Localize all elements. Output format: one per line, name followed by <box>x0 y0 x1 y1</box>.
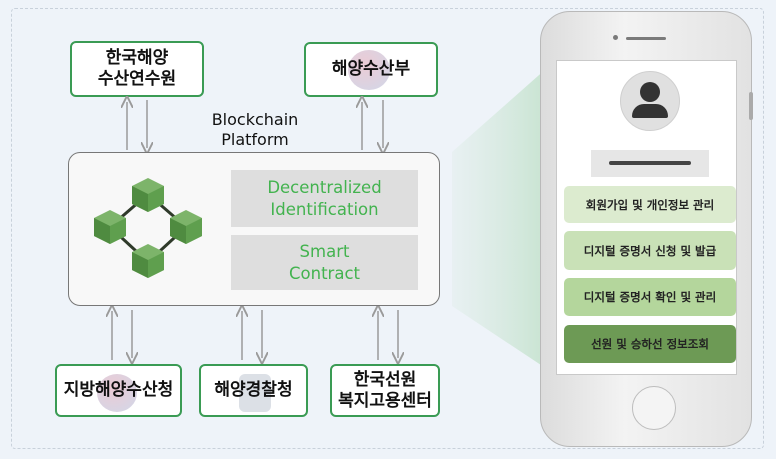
seafarer-box: 한국선원 복지고용센터 <box>330 364 440 417</box>
smart-contract-label: Smart Contract <box>289 241 360 283</box>
did-label: Decentralized Identification <box>267 177 382 219</box>
home-button[interactable] <box>632 386 676 430</box>
badge-watermark <box>239 374 271 412</box>
cube-icon <box>132 178 164 212</box>
menu-label: 디지털 증명서 확인 및 관리 <box>583 290 717 304</box>
avatar-icon <box>620 71 680 131</box>
phone-speaker <box>626 37 666 40</box>
menu-member-info[interactable]: 회원가입 및 개인정보 관리 <box>564 186 736 223</box>
regional-label: 지방해양수산청 <box>63 380 174 400</box>
cube-icon <box>132 244 164 278</box>
seafarer-label: 한국선원 복지고용센터 <box>338 369 432 411</box>
menu-label: 선원 및 승하선 정보조회 <box>591 337 709 351</box>
mof-box: 해양수산부 <box>304 42 438 97</box>
regional-box: 지방해양수산청 <box>55 364 182 417</box>
menu-certificate-issue[interactable]: 디지털 증명서 신청 및 발급 <box>564 231 736 270</box>
emblem-watermark <box>348 50 390 90</box>
coastguard-label: 해양경찰청 <box>214 380 293 400</box>
kimst-label: 한국해양 수산연수원 <box>97 48 177 89</box>
coastguard-box: 해양경찰청 <box>199 364 308 417</box>
menu-label: 회원가입 및 개인정보 관리 <box>585 197 715 212</box>
smart-contract-block: Smart Contract <box>231 235 418 290</box>
kimst-box: 한국해양 수산연수원 <box>70 41 204 97</box>
blockchain-network-icon <box>94 178 202 278</box>
phone-camera <box>613 35 618 40</box>
platform-title: Blockchain Platform <box>211 110 299 149</box>
mof-label: 해양수산부 <box>331 59 411 79</box>
menu-seafarer-lookup[interactable]: 선원 및 승하선 정보조회 <box>564 325 736 363</box>
cube-icon <box>170 210 202 244</box>
diagram-frame <box>11 8 764 449</box>
cube-icon <box>94 210 126 244</box>
emblem-watermark <box>97 374 137 412</box>
menu-label: 디지털 증명서 신청 및 발급 <box>583 243 717 258</box>
did-block: Decentralized Identification <box>231 170 418 227</box>
phone-side-button <box>749 92 753 120</box>
username-bar <box>591 150 709 177</box>
menu-certificate-manage[interactable]: 디지털 증명서 확인 및 관리 <box>564 278 736 316</box>
